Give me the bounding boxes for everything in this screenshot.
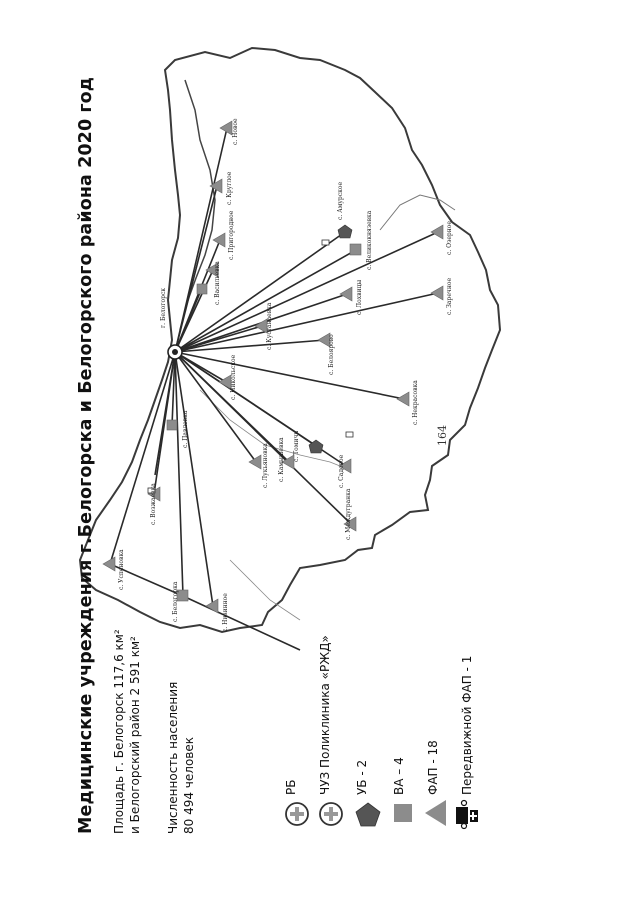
village-label: с. Томичи bbox=[293, 430, 300, 462]
legend-label-va: ВА – 4 bbox=[392, 757, 406, 795]
village-label: с. Павловка bbox=[182, 410, 189, 449]
legend-label-mobile-fap: Передвижной ФАП - 1 bbox=[460, 655, 474, 795]
fap-triangle bbox=[254, 318, 268, 334]
village-label: с. Успеновка bbox=[118, 549, 125, 590]
map-title: Медицинские учреждения г.Белогорска и Бе… bbox=[76, 76, 96, 834]
fap-markers bbox=[102, 120, 444, 614]
village-label: с. Белогорка bbox=[172, 581, 179, 622]
village-label: с. Междугранка bbox=[345, 488, 352, 540]
village-label: с. Озерное bbox=[446, 221, 453, 255]
inner-boundary-2 bbox=[199, 389, 351, 471]
ub-markers bbox=[308, 224, 353, 454]
fap-triangle bbox=[430, 224, 444, 240]
va-square bbox=[349, 243, 362, 256]
village-label: с. Заречное bbox=[446, 277, 453, 315]
village-label: с. Кустанаевка bbox=[266, 302, 273, 350]
fap-triangle bbox=[205, 598, 219, 614]
fap-triangle bbox=[218, 374, 232, 390]
marker-box bbox=[345, 431, 354, 438]
fap-triangle bbox=[339, 286, 353, 302]
fap-triangle bbox=[102, 556, 116, 572]
fap-triangle bbox=[338, 458, 352, 474]
square-icon bbox=[394, 804, 412, 822]
fap-triangle bbox=[248, 454, 262, 470]
legend-label-rb: РБ bbox=[284, 779, 298, 795]
village-label: с. Некрасовка bbox=[412, 380, 419, 425]
va-square bbox=[196, 283, 208, 295]
ub-pentagon bbox=[337, 224, 353, 239]
fap-triangle bbox=[209, 178, 223, 194]
village-label: с. Лукьяновка bbox=[262, 443, 269, 488]
pentagon-icon bbox=[355, 802, 381, 827]
legend-label-ub: УБ - 2 bbox=[355, 759, 369, 795]
village-label: с. Лохвицы bbox=[356, 279, 363, 315]
marker-box bbox=[147, 487, 156, 494]
village-label: с. Васильевка bbox=[214, 261, 221, 305]
mobile-fap-icon bbox=[456, 799, 478, 830]
village-label: с. Новое bbox=[232, 118, 239, 145]
district-border bbox=[78, 46, 502, 634]
fap-triangle bbox=[281, 454, 295, 470]
legend-label-chuz: ЧУЗ Поликлиника «РЖД» bbox=[318, 635, 332, 795]
fap-triangle bbox=[317, 332, 331, 348]
fap-triangle bbox=[219, 120, 233, 136]
city-center bbox=[167, 344, 183, 360]
village-label: с. Великокнязевка bbox=[366, 210, 373, 270]
marker-box bbox=[321, 239, 330, 246]
fap-triangle bbox=[343, 516, 357, 532]
village-label: с. Никольское bbox=[230, 354, 237, 400]
fap-triangle bbox=[430, 285, 444, 301]
village-label: с. Садовое bbox=[338, 454, 345, 488]
legend-symbols bbox=[285, 799, 478, 830]
city-label: г. Белогорск bbox=[160, 287, 167, 328]
village-label: с. Белоярово bbox=[328, 334, 335, 375]
population-line-2: 80 494 человек bbox=[182, 737, 196, 834]
fap-triangle bbox=[205, 262, 219, 278]
village-label: с. Пригородное bbox=[228, 210, 235, 260]
ub-pentagon bbox=[308, 439, 324, 454]
chuz-symbol-icon bbox=[319, 802, 343, 826]
va-square bbox=[176, 589, 189, 602]
village-label: с. Амурское bbox=[337, 181, 344, 220]
area-line-2: и Белогорский район 2 591 км² bbox=[128, 636, 142, 834]
village-label: с. Камышевка bbox=[278, 437, 285, 482]
village-label: с. Возжаевка bbox=[150, 483, 157, 525]
va-markers bbox=[166, 243, 362, 602]
river-line bbox=[179, 79, 216, 331]
population-line-1: Численность населения bbox=[166, 681, 180, 834]
village-label: с. Низинное bbox=[222, 593, 229, 632]
village-label: с. Круглое bbox=[226, 171, 233, 205]
fap-triangle bbox=[212, 232, 226, 248]
inner-boundary-3 bbox=[229, 559, 301, 621]
area-line-1: Площадь г. Белогорск 117,6 км² bbox=[112, 629, 126, 834]
va-square bbox=[166, 419, 178, 431]
rb-symbol-icon bbox=[285, 802, 309, 826]
inner-boundary bbox=[379, 194, 456, 231]
legend-label-fap: ФАП - 18 bbox=[426, 740, 440, 795]
fap-triangle bbox=[396, 391, 410, 407]
triangle-icon bbox=[425, 800, 446, 826]
